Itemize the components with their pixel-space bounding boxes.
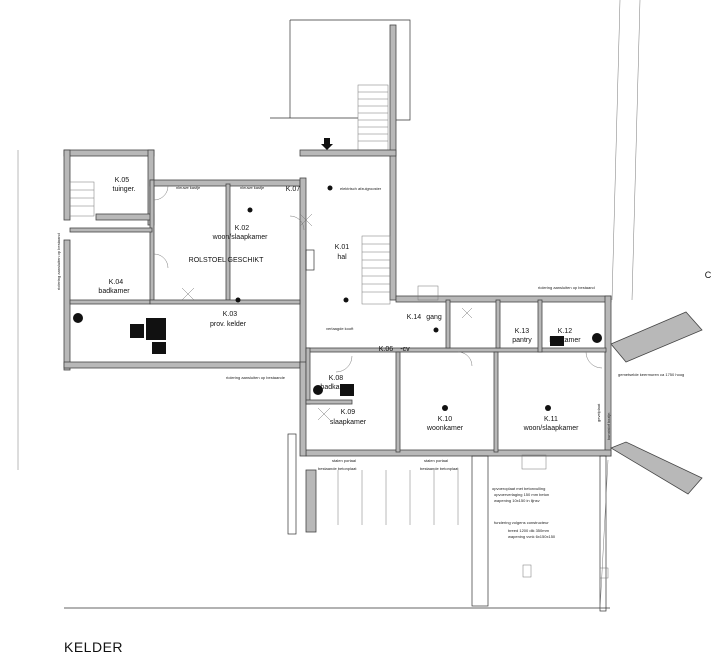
toilet-icon	[73, 313, 83, 323]
room-k06-code: K.06	[379, 346, 394, 353]
note-verlaagd: verlaagde kooft	[326, 326, 354, 331]
room-k04-name: badkamer	[98, 288, 130, 295]
note-wapening-3: wapening 10x150 in lijnsv	[494, 498, 540, 503]
note-staal-1: stalen portaal	[332, 458, 356, 463]
room-k13-name: pantry	[512, 337, 532, 344]
fixtures	[73, 249, 602, 396]
room-k07-code: K.07	[286, 186, 301, 193]
note-wapening-2: opvoerverlaging 150 mm beton	[494, 492, 549, 497]
room-k11-code: K.11	[544, 416, 558, 423]
site-lines	[17, 0, 641, 611]
room-k01-code: K.01	[335, 244, 350, 251]
section-marker: C	[705, 270, 712, 280]
note-gevel: gevelplaat	[596, 403, 601, 422]
retaining-walls	[610, 311, 703, 495]
room-k10-name: woonkamer	[426, 425, 464, 432]
garden-stair	[69, 181, 95, 217]
room-k02-code: K.02	[235, 225, 250, 232]
toilet-icon	[313, 385, 323, 395]
note-afzuig: elektrisch afzuigrooster	[340, 186, 382, 191]
note-fundering-2: breed 1200 dik 350mm	[508, 528, 550, 533]
note-fundering-1: fundering volgens constructeur	[494, 520, 549, 525]
entrance-stair-shaft	[270, 19, 411, 301]
room-k08-code: K.08	[329, 375, 344, 382]
room-k09-code: K.09	[341, 409, 356, 416]
room-k05-name: tuinger.	[113, 186, 136, 193]
light-points	[235, 185, 551, 411]
note-riolering-2: riolering aansluiten op bestaand	[538, 285, 595, 290]
room-labels: K.05 tuinger. K.02 woon/slaapkamer ROLST…	[98, 177, 581, 432]
room-k05-code: K.05	[115, 177, 130, 184]
interior-walls	[69, 179, 607, 453]
room-k03-code: K.03	[223, 311, 238, 318]
exterior-walls	[63, 149, 612, 457]
note-fundering-3: wapening vvnk 6x150x150	[508, 534, 556, 539]
room-k11-name: woon/slaapkamer	[523, 425, 580, 432]
room-k14-code: K.14	[407, 314, 422, 321]
room-k09-name: slaapkamer	[330, 419, 367, 426]
cross-markers	[181, 213, 473, 421]
room-k02-name: woon/slaapkamer	[212, 234, 269, 241]
annotations: nieuwe kastje nieuwe kastje elektrisch a…	[56, 185, 712, 539]
room-k03-name: prov. kelder	[210, 321, 247, 328]
room-k01-name: hal	[337, 254, 347, 261]
door-swings	[153, 185, 603, 373]
note-keermuur: gemetselde keermuren ca 1750 hoog	[618, 372, 684, 377]
room-k14-name: gang	[426, 314, 442, 321]
hal-stair	[361, 235, 391, 305]
toilet-icon	[592, 333, 602, 343]
room-k08-name: badkamer	[320, 384, 352, 391]
floor-title: KELDER	[64, 639, 124, 655]
note-staal-2: stalen portaal	[424, 458, 448, 463]
room-k12-name: badkamer	[549, 337, 581, 344]
note-bestaand-2: bestaande betonplaat	[420, 466, 459, 471]
entrance-arrow-icon	[321, 138, 333, 150]
note-riolering-1: riolering aansluiten op bestaande	[226, 375, 286, 380]
note-bestaand-1: bestaande betonplaat	[318, 466, 357, 471]
note-riolering-3: riolering aansluiten op bestaand	[56, 233, 61, 290]
note-kastje-2: nieuwe kastje	[240, 185, 265, 190]
note-kastje-1: nieuwe kastje	[176, 185, 201, 190]
terrace-area	[64, 433, 610, 612]
room-k12-code: K.12	[558, 328, 573, 335]
room-k06-name: -cv	[400, 346, 410, 353]
note-wapening-1: opvoeroplaat met betonvulling	[492, 486, 545, 491]
room-k04-code: K.04	[109, 279, 124, 286]
room-k13-code: K.13	[515, 328, 530, 335]
stair-treads-outside	[358, 91, 388, 142]
note-kunststof: kunststof kozijn	[606, 413, 611, 440]
room-k10-code: K.10	[438, 416, 453, 423]
room-k02-note: ROLSTOEL GESCHIKT	[189, 257, 264, 264]
